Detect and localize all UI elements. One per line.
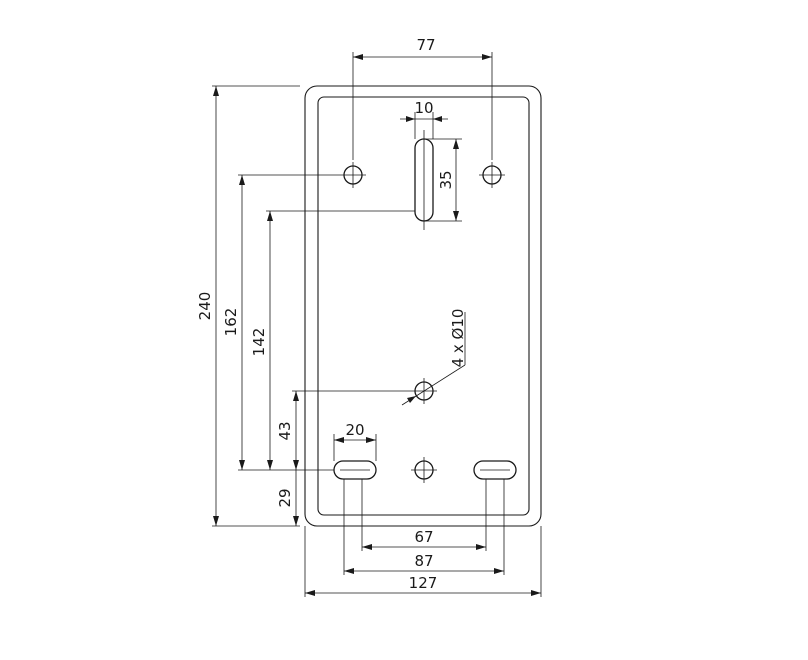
dim-29: 29 (276, 488, 294, 507)
dim-10: 10 (414, 99, 433, 117)
dimension-labels: 77 10 35 240 162 142 4 x Ø10 43 20 29 67… (196, 36, 467, 592)
dim-43: 43 (276, 421, 294, 440)
dim-142: 142 (250, 328, 268, 357)
dimension-lines (213, 54, 541, 596)
dim-4x-dia10: 4 x Ø10 (449, 309, 467, 368)
dim-87: 87 (414, 552, 433, 570)
dim-127: 127 (409, 574, 438, 592)
plate-outline (304, 85, 542, 527)
dim-35: 35 (437, 170, 455, 189)
dim-162: 162 (222, 308, 240, 337)
extension-lines (212, 52, 542, 597)
dim-77: 77 (416, 36, 435, 54)
dim-67: 67 (414, 528, 433, 546)
dim-20: 20 (345, 421, 364, 439)
dim-240: 240 (196, 292, 214, 321)
